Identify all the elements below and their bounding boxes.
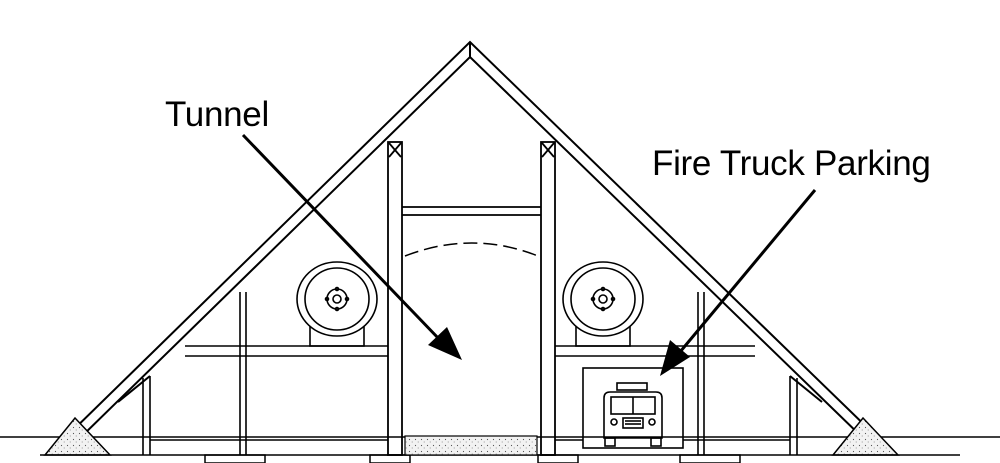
- fire-truck-parking-label: Fire Truck Parking: [652, 144, 931, 183]
- roof-frame: [62, 40, 881, 441]
- tunnel-columns: [387, 141, 556, 456]
- tunnel-arch: [404, 242, 539, 257]
- tunnel-arrow: [241, 133, 462, 360]
- fan-icon: [296, 261, 378, 347]
- base-slabs: [40, 454, 960, 463]
- fire-truck-parking-arrow: [660, 189, 817, 376]
- fan-icon: [562, 261, 644, 347]
- tunnel-floor: [404, 435, 538, 456]
- tunnel-label: Tunnel: [165, 95, 269, 134]
- fire-truck-icon: [603, 382, 663, 447]
